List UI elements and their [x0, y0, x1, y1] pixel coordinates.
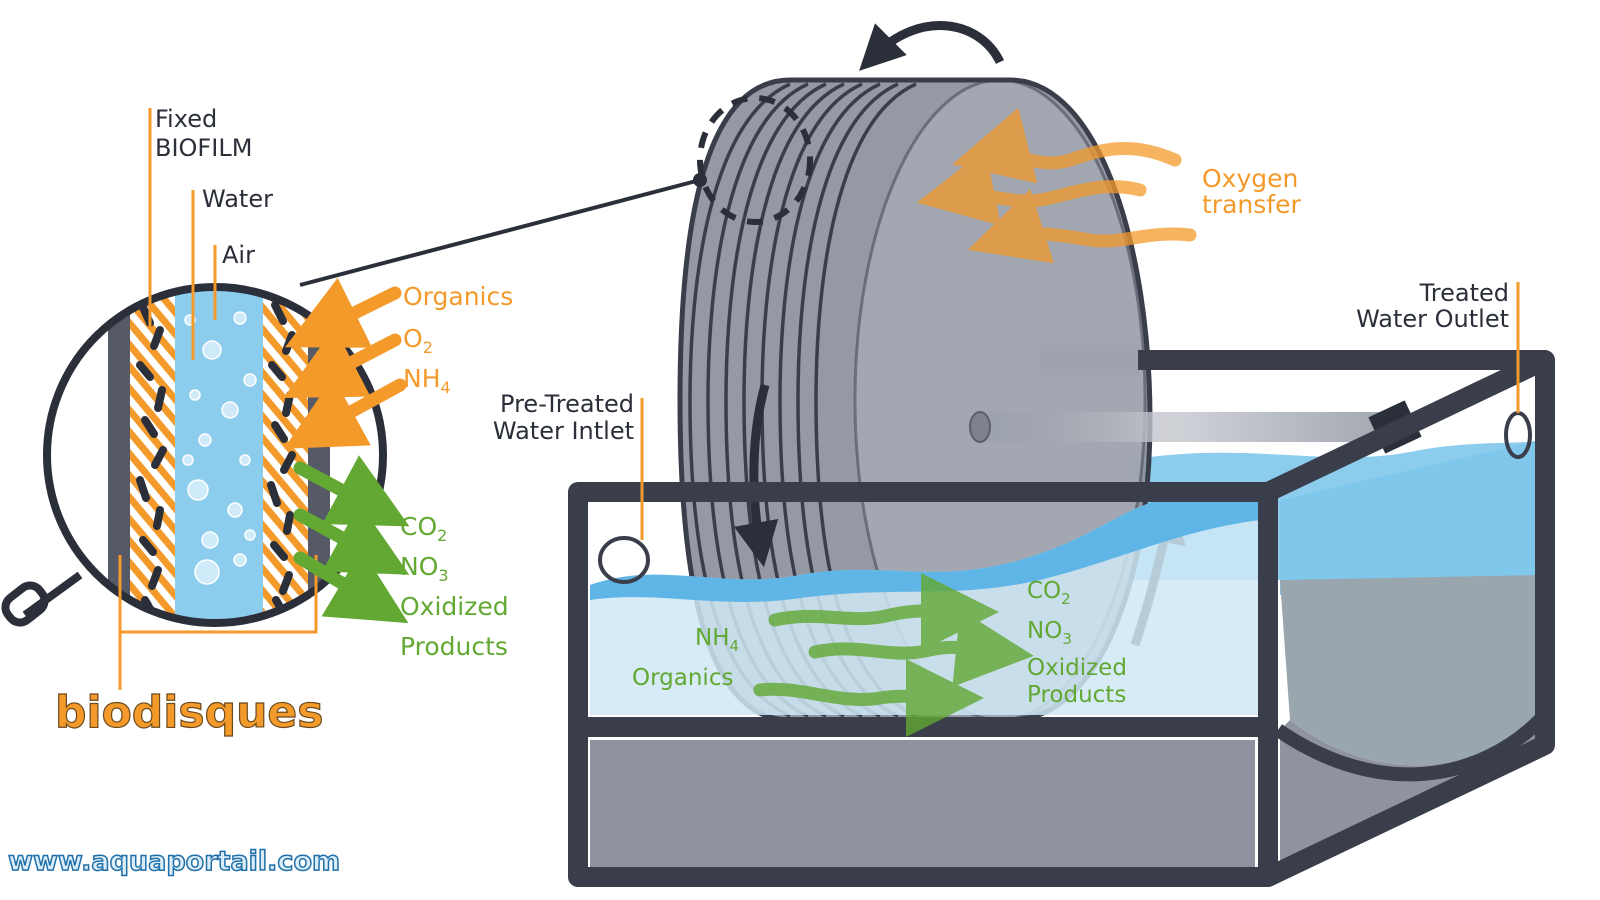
label-o2: O2: [403, 324, 433, 357]
tank-label-products: Products: [1027, 682, 1126, 708]
tank-label-no3: NO3: [1027, 618, 1072, 648]
label-oxygen: Oxygen: [1202, 164, 1298, 193]
label-oxidized: Oxidized: [400, 592, 509, 621]
label-transfer: transfer: [1202, 190, 1301, 219]
label-pre-treated: Pre-Treated: [500, 390, 634, 418]
label-fixed: Fixed: [155, 105, 217, 133]
tank-label-co2: CO2: [1027, 578, 1071, 608]
label-treated: Treated: [1419, 279, 1509, 307]
site-url[interactable]: www.aquaportail.com: [7, 845, 341, 878]
label-water: Water: [202, 185, 273, 213]
brand-title: biodisques: [55, 687, 323, 738]
oxygen-arrows: [916, 107, 1197, 264]
label-nh4: NH4: [403, 364, 451, 397]
lens-output-arrows: [293, 455, 410, 624]
zoom-connector: [299, 178, 701, 287]
tank-label-organics: Organics: [632, 665, 733, 691]
label-organics: Organics: [403, 282, 513, 311]
lens-input-arrows: [283, 277, 407, 449]
label-products: Products: [400, 632, 508, 661]
label-no3: NO3: [400, 552, 449, 585]
label-water-intlet: Water Intlet: [493, 417, 634, 445]
label-water-outlet: Water Outlet: [1356, 305, 1509, 333]
tank-label-oxidized: Oxidized: [1027, 655, 1127, 681]
tank-process-arrows: [753, 572, 1034, 737]
shaft: [969, 345, 1422, 454]
tank-label-nh4: NH4: [695, 625, 739, 655]
label-co2: CO2: [400, 512, 447, 545]
label-biofilm: BIOFILM: [155, 134, 252, 162]
label-air: Air: [222, 241, 255, 269]
